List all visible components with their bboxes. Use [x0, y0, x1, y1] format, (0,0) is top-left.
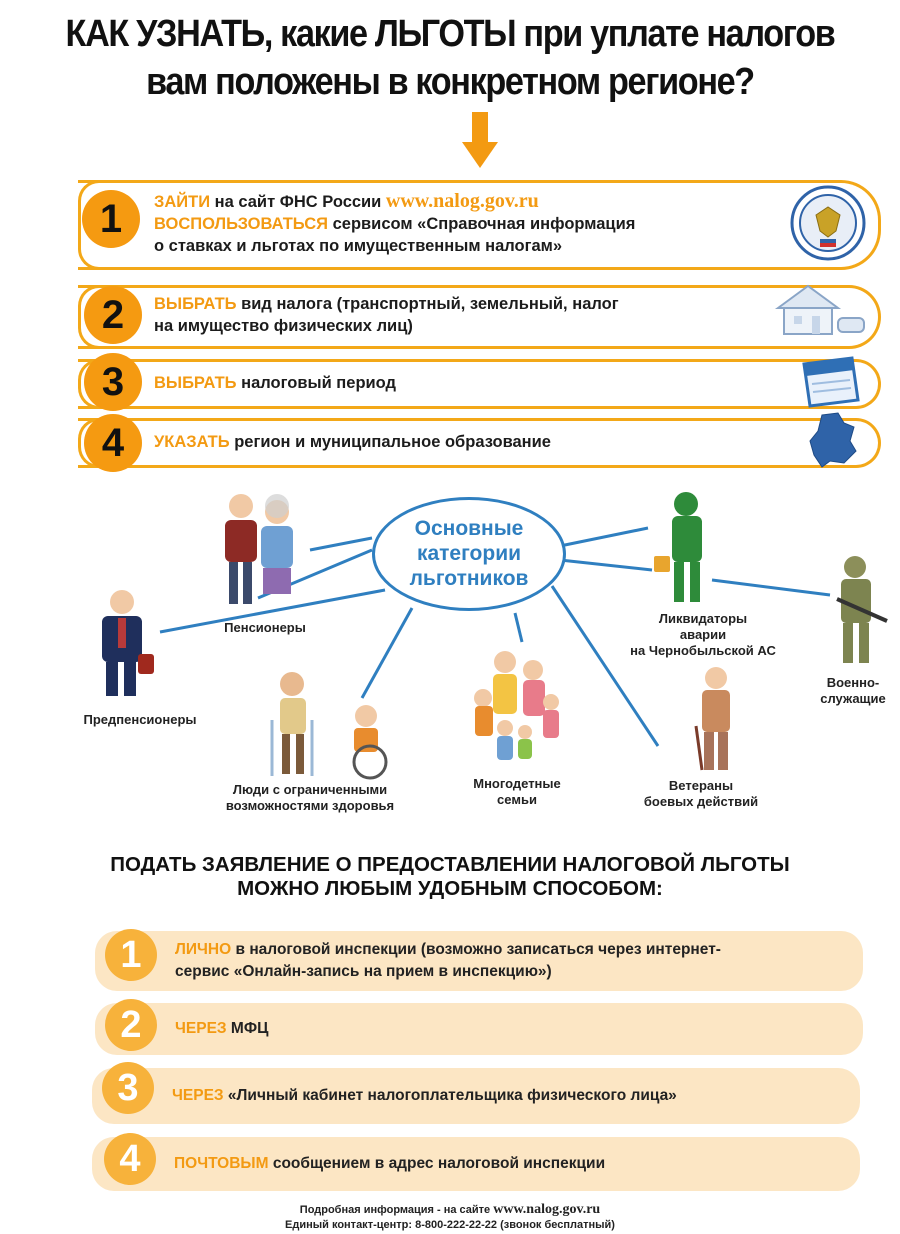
way-4-number: 4	[104, 1133, 156, 1185]
fns-emblem-icon	[790, 185, 866, 261]
footer-info-text: Подробная информация - на сайте	[299, 1204, 494, 1216]
step-3-keyword: ВЫБРАТЬ	[154, 374, 237, 392]
disabled-people-illustration	[270, 672, 388, 780]
step-4-number: 4	[84, 414, 142, 472]
large-family-illustration	[474, 651, 559, 760]
center-bubble: Основные категории льготников	[372, 497, 566, 611]
step-1-site-link[interactable]: www.nalog.gov.ru	[385, 190, 539, 212]
way-1-card: 1 ЛИЧНО в налоговой инспекции (возможно …	[95, 929, 863, 991]
title-line-2: вам положены в конкретном регионе?	[146, 61, 755, 103]
category-military: Военно-служащие	[820, 675, 886, 706]
step-4-keyword: УКАЗАТЬ	[154, 433, 230, 451]
way-3-number: 3	[102, 1062, 154, 1114]
way-4-text: ПОЧТОВЫМ сообщением в адрес налоговой ин…	[174, 1155, 606, 1172]
step-3-number: 3	[84, 353, 142, 411]
military-illustration	[836, 556, 888, 663]
way-2-card: 2 ЧЕРЕЗ МФЦ	[95, 999, 863, 1055]
footer: Подробная информация - на сайте www.nalo…	[0, 1202, 900, 1233]
step-2-keyword: ВЫБРАТЬ	[154, 295, 237, 313]
pensioners-illustration	[225, 494, 293, 604]
step-2-card: 2 ВЫБРАТЬ вид налога (транспортный, земе…	[78, 284, 881, 349]
footer-contact-center: Единый контакт-центр: 8-800-222-22-22 (з…	[285, 1219, 615, 1231]
way-3-card: 3 ЧЕРЕЗ «Личный кабинет налогоплательщик…	[92, 1062, 860, 1124]
way-1-text: ЛИЧНО в налоговой инспекции (возможно за…	[175, 941, 721, 980]
step-1-card: 1 ЗАЙТИ на сайт ФНС России www.nalog.gov…	[78, 180, 881, 270]
step-3-card: 3 ВЫБРАТЬ налоговый период	[78, 353, 881, 411]
way-2-number: 2	[105, 999, 157, 1051]
category-pensioners: Пенсионеры	[224, 620, 306, 635]
step-4-text: УКАЗАТЬ регион и муниципальное образован…	[154, 433, 551, 451]
center-line-1: Основные	[414, 517, 524, 540]
page-title: КАК УЗНАТЬ, какие ЛЬГОТЫ при уплате нало…	[45, 10, 855, 106]
chernobyl-liquidator-illustration	[654, 492, 702, 602]
title-line-1: КАК УЗНАТЬ, какие ЛЬГОТЫ при уплате нало…	[65, 13, 836, 55]
prepension-illustration	[102, 590, 154, 696]
step-3-text: ВЫБРАТЬ налоговый период	[154, 374, 396, 392]
center-line-3: льготников	[409, 567, 529, 590]
application-heading: ПОДАТЬ ЗАЯВЛЕНИЕ О ПРЕДОСТАВЛЕНИИ НАЛОГО…	[110, 853, 790, 900]
category-prepension: Предпенсионеры	[83, 712, 197, 727]
way-1-number: 1	[105, 929, 157, 981]
step-1-keyword-2: ВОСПОЛЬЗОВАТЬСЯ	[154, 215, 329, 233]
down-arrow-icon	[462, 112, 498, 168]
footer-site-link[interactable]: www.nalog.gov.ru	[493, 1202, 601, 1217]
way-2-text: ЧЕРЕЗ МФЦ	[175, 1020, 269, 1037]
veteran-illustration	[694, 667, 730, 771]
calendar-icon	[802, 356, 860, 408]
category-connectors	[159, 526, 831, 747]
way-4-card: 4 ПОЧТОВЫМ сообщением в адрес налоговой …	[92, 1133, 860, 1191]
center-line-2: категории	[416, 542, 522, 565]
step-2-number: 2	[84, 286, 142, 344]
region-map-icon	[809, 412, 857, 468]
house-icon	[774, 284, 865, 335]
step-2-text: ВЫБРАТЬ вид налога (транспортный, земель…	[154, 295, 619, 335]
step-1-number: 1	[82, 190, 140, 248]
step-1-text: ЗАЙТИ на сайт ФНС России www.nalog.gov.r…	[154, 190, 636, 255]
step-4-card: 4 УКАЗАТЬ регион и муниципальное образов…	[78, 412, 881, 472]
step-1-keyword: ЗАЙТИ	[154, 193, 211, 211]
way-3-text: ЧЕРЕЗ «Личный кабинет налогоплательщика …	[172, 1087, 677, 1104]
